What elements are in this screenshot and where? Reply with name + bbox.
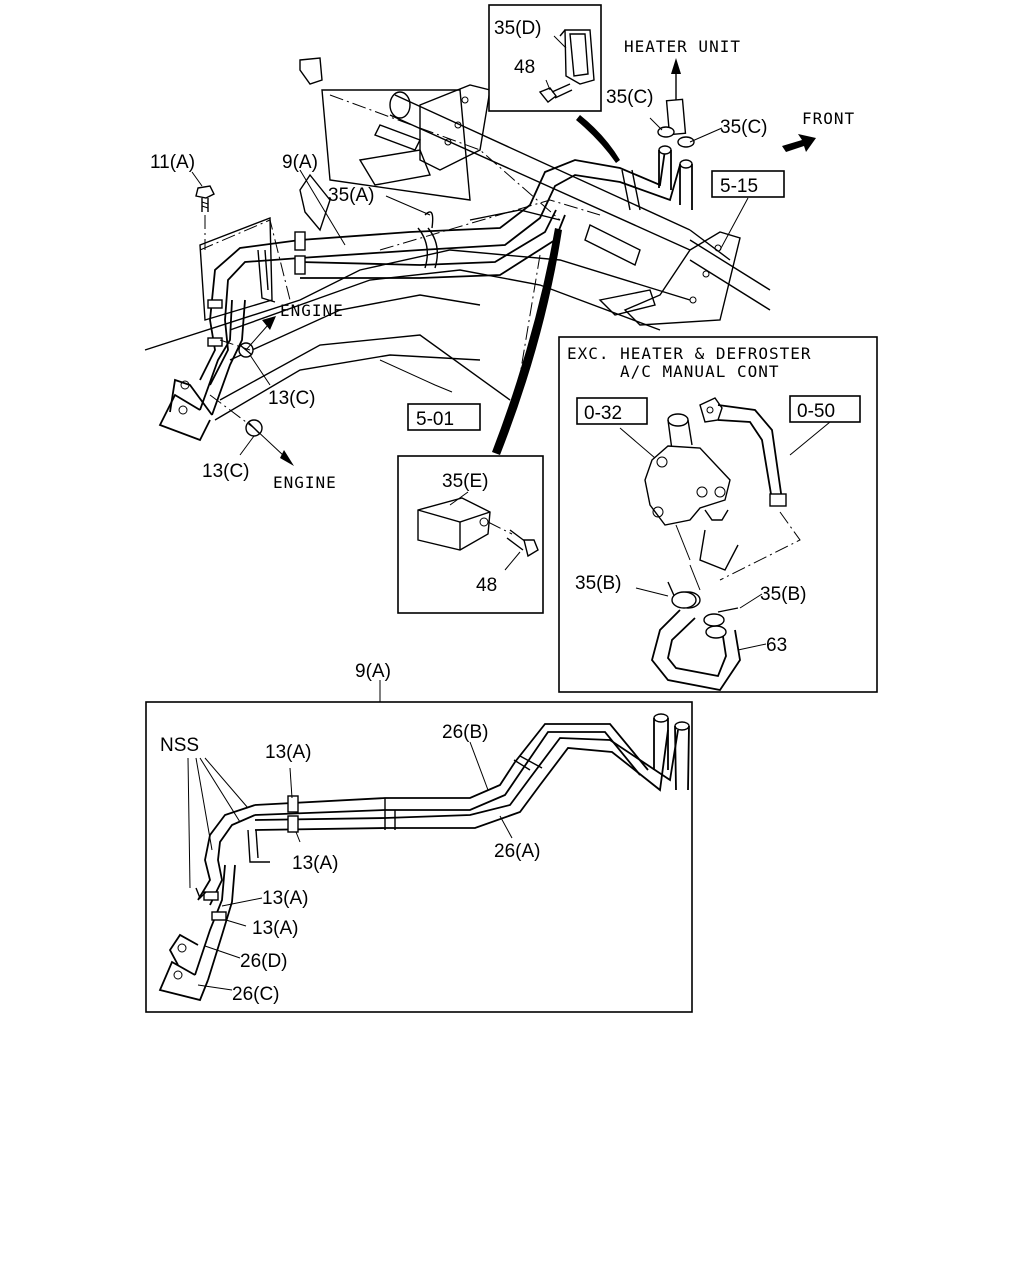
label-26b: 26(B) — [442, 722, 488, 743]
label-35c-b: 35(C) — [720, 117, 768, 138]
heater-hose-assembly-9a — [158, 713, 690, 1002]
label-13a-c: 13(A) — [262, 888, 308, 909]
label-48-top: 48 — [514, 57, 535, 78]
label-nss: NSS — [160, 735, 199, 756]
label-63: 63 — [766, 635, 787, 656]
label-26c: 26(C) — [232, 984, 280, 1005]
bolt-48-box — [487, 521, 539, 571]
label-engine-a: ENGINE — [280, 301, 344, 320]
label-35b-a: 35(B) — [575, 573, 621, 594]
arrow-up-icon — [671, 58, 681, 100]
label-35d: 35(D) — [494, 18, 542, 39]
label-48-box: 48 — [476, 575, 497, 596]
label-inset-title-1: EXC. HEATER & DEFROSTER — [567, 344, 812, 363]
vehicle-frame-drawing — [144, 57, 771, 421]
label-13a-a: 13(A) — [265, 742, 311, 763]
clamp-35b-pair — [635, 564, 763, 627]
clamp-35c-pair — [649, 98, 723, 148]
ref-box-5-15 — [711, 170, 785, 198]
label-35b-b: 35(B) — [760, 584, 806, 605]
label-35c-a: 35(C) — [606, 87, 654, 108]
clip-35d — [553, 29, 595, 85]
bolt-11a — [191, 171, 215, 250]
label-9a-bottom: 9(A) — [355, 661, 391, 682]
leader-lines-bottom — [187, 741, 513, 991]
bolt-48-top — [538, 79, 573, 103]
arrow-right-icon — [782, 134, 816, 152]
ref-box-5-01 — [407, 403, 481, 431]
heater-hose-assembly-top — [158, 145, 693, 442]
label-11a: 11(A) — [150, 152, 195, 173]
pipe-0-50 — [699, 397, 831, 581]
ref-box-0-32 — [576, 397, 648, 425]
leader-lines-top — [299, 115, 749, 455]
label-35a: 35(A) — [328, 185, 374, 206]
inset-box-9a — [145, 701, 693, 1013]
label-inset-title-2: A/C MANUAL CONT — [620, 362, 780, 381]
inset-box-exc-heater — [558, 336, 878, 693]
clamp-13c-group — [209, 316, 294, 466]
label-0-50: 0-50 — [797, 401, 835, 422]
label-26d: 26(D) — [240, 951, 288, 972]
label-26a: 26(A) — [494, 841, 540, 862]
ref-box-0-50 — [789, 395, 861, 423]
clamp-13a-lower — [287, 815, 299, 833]
label-engine-b: ENGINE — [273, 473, 337, 492]
label-front: FRONT — [802, 109, 855, 128]
label-13c-a: 13(C) — [268, 388, 316, 409]
clip-35e — [417, 491, 491, 551]
label-13a-d: 13(A) — [252, 918, 298, 939]
label-13c-b: 13(C) — [202, 461, 250, 482]
label-5-15: 5-15 — [720, 176, 758, 197]
label-9a-top: 9(A) — [282, 152, 318, 173]
label-heater-unit: HEATER UNIT — [624, 37, 741, 56]
label-13a-b: 13(A) — [292, 853, 338, 874]
label-0-32: 0-32 — [584, 403, 622, 424]
label-35e: 35(E) — [442, 471, 488, 492]
water-outlet-0-32 — [619, 413, 739, 571]
clamp-13a-upper — [287, 795, 299, 813]
label-5-01: 5-01 — [416, 409, 454, 430]
